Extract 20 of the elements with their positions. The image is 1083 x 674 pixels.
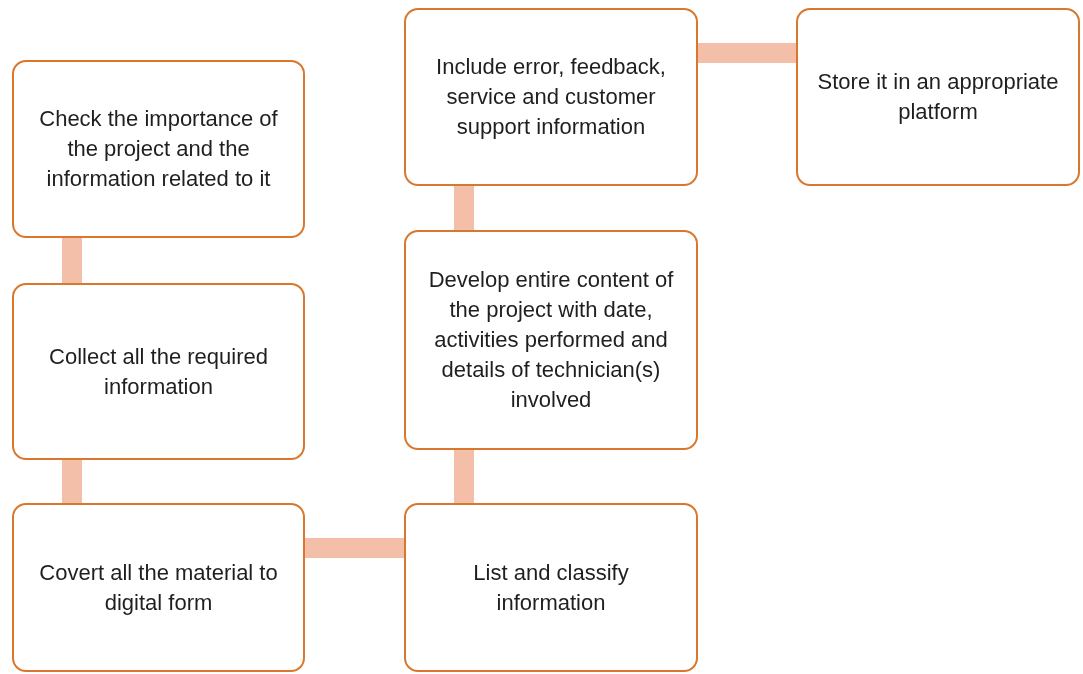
connector-bar [698, 43, 796, 63]
process-box [404, 8, 698, 186]
process-box [12, 503, 305, 672]
process-box [404, 503, 698, 672]
step-text: Collect all the required information [48, 342, 269, 401]
connector-bar [62, 460, 82, 503]
connector-bar [305, 538, 404, 558]
step-text: Develop entire content of the project with date, activities performed and details of technician(s) involved [427, 266, 675, 414]
process-box [12, 283, 305, 460]
step-text: List and classify information [472, 558, 630, 617]
connector-bar [454, 186, 474, 230]
process-box [796, 8, 1080, 186]
connector-bar [62, 238, 82, 283]
step-text: Covert all the material to digital form [38, 558, 279, 617]
step-text: Include error, feedback, service and customer support information [435, 53, 667, 141]
step-text: Store it in an appropriate platform [816, 68, 1060, 126]
process-box [404, 230, 698, 450]
process-box [12, 60, 305, 238]
step-text: Check the importance of the project and the information related to it [38, 105, 279, 193]
connector-bar [454, 450, 474, 503]
